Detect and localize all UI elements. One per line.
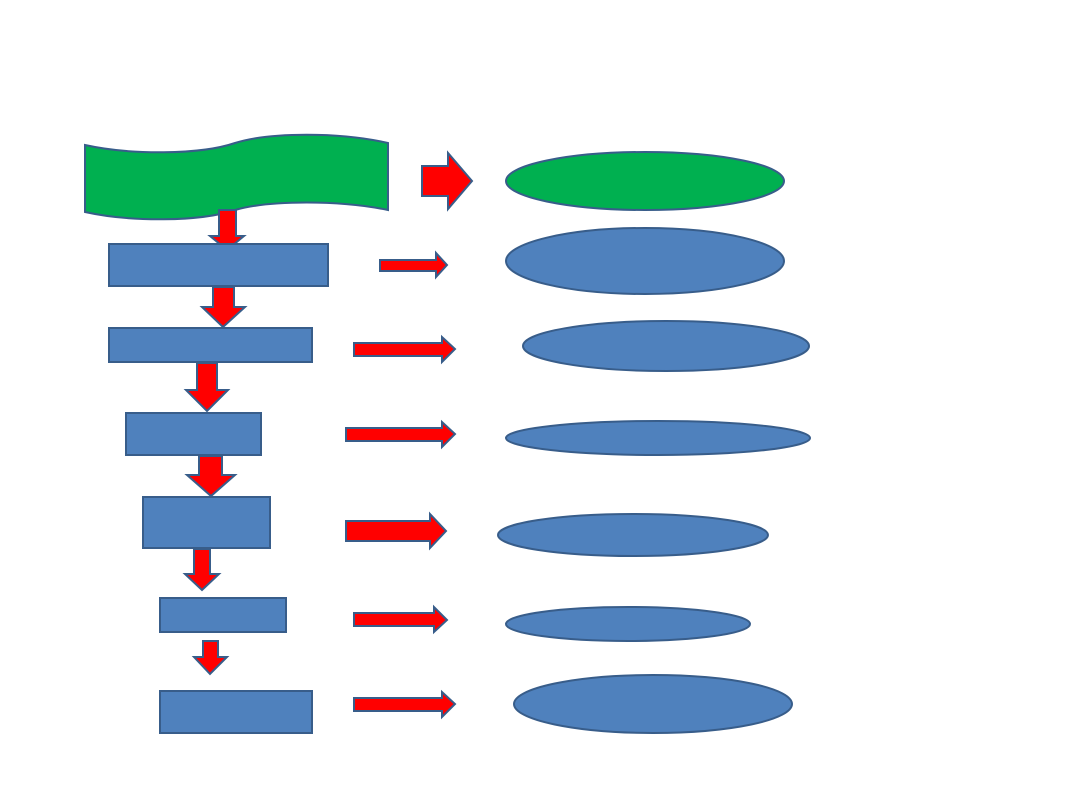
result-ellipse-5	[505, 606, 751, 642]
right-arrow-2	[353, 334, 457, 365]
step-box-3	[125, 412, 262, 456]
down-arrow-2	[199, 286, 248, 329]
right-arrow-5	[353, 604, 449, 635]
right-arrow-1	[379, 250, 449, 280]
right-arrow-6	[353, 689, 457, 720]
right-arrow-3	[345, 419, 457, 450]
down-arrow-5	[182, 548, 222, 592]
start-right-arrow	[421, 150, 474, 212]
result-ellipse-6	[513, 674, 793, 734]
result-ellipse-4	[497, 513, 769, 557]
right-arrow-4	[345, 511, 448, 551]
result-ellipse-2	[522, 320, 810, 372]
start-wave-shape	[84, 133, 389, 221]
start-result-ellipse	[505, 151, 785, 211]
step-box-6	[159, 690, 313, 734]
result-ellipse-1	[505, 227, 785, 295]
down-arrow-4	[184, 455, 238, 498]
step-box-5	[159, 597, 287, 633]
step-box-1	[108, 243, 329, 287]
step-box-2	[108, 327, 313, 363]
step-box-4	[142, 496, 271, 549]
result-ellipse-3	[505, 420, 811, 456]
down-arrow-3	[183, 362, 231, 413]
down-arrow-6	[191, 640, 230, 676]
